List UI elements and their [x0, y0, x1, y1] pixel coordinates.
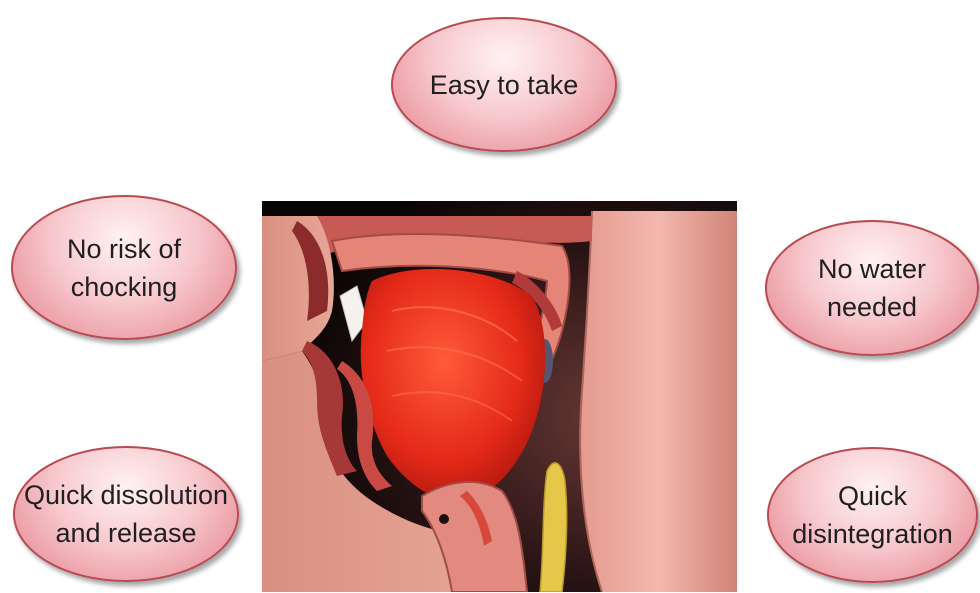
throat-wall	[580, 211, 737, 592]
benefit-bubble-no-water-needed: No water needed	[765, 220, 979, 356]
benefit-label: No risk of chocking	[67, 230, 181, 306]
benefit-label: Quick dissolution and release	[24, 476, 228, 552]
anatomy-svg	[262, 201, 737, 592]
benefit-label: Easy to take	[430, 66, 579, 104]
benefit-label: No water needed	[818, 250, 926, 326]
benefit-bubble-quick-disintegration: Quick disintegration	[767, 447, 978, 583]
benefit-label: Quick disintegration	[792, 477, 953, 553]
benefit-bubble-easy-to-take: Easy to take	[391, 17, 617, 152]
benefit-bubble-quick-dissolution: Quick dissolution and release	[13, 446, 239, 582]
mouth-cross-section-illustration	[262, 201, 737, 592]
benefit-bubble-no-choking-risk: No risk of chocking	[11, 195, 237, 340]
airway-dot	[439, 514, 449, 524]
